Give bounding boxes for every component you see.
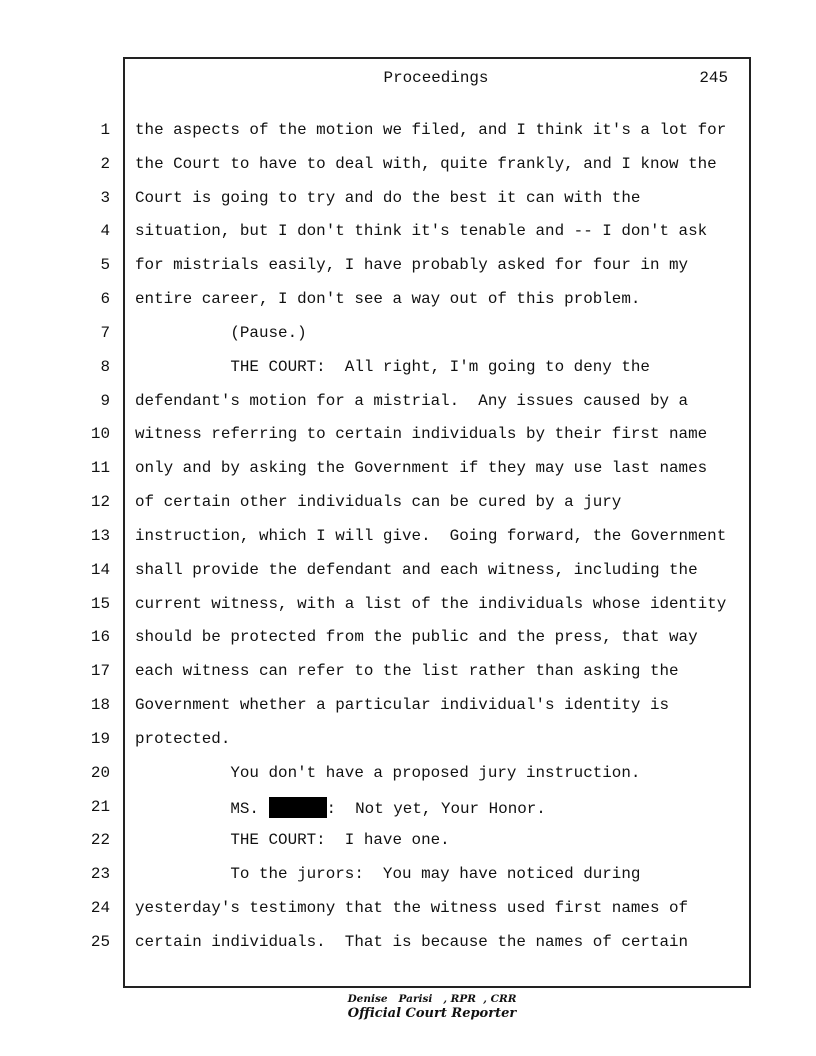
page-header-title: Proceedings bbox=[383, 69, 489, 87]
transcript-line: current witness, with a list of the indi… bbox=[135, 594, 727, 613]
transcript-line: instruction, which I will give. Going fo… bbox=[135, 526, 727, 545]
redaction-box bbox=[268, 796, 327, 818]
transcript-line-redacted: MS. : Not yet, Your Honor. bbox=[135, 796, 546, 819]
transcript-line: THE COURT: I have one. bbox=[135, 831, 450, 850]
line-number: 21 bbox=[90, 797, 110, 816]
line-number: 2 bbox=[100, 154, 110, 173]
line-number: 1 bbox=[100, 121, 110, 139]
line-number: 23 bbox=[90, 865, 110, 884]
transcript-line: protected. bbox=[135, 729, 231, 748]
transcript-line: To the jurors: You may have noticed duri… bbox=[135, 865, 641, 884]
transcript-line: the aspects of the motion we filed, and … bbox=[135, 121, 727, 139]
transcript-line: (Pause.) bbox=[135, 323, 307, 342]
transcript-line: situation, but I don't think it's tenabl… bbox=[135, 222, 708, 241]
transcript-line: should be protected from the public and … bbox=[135, 628, 698, 647]
reporter-name: Denise Parisi , RPR , CRR bbox=[347, 993, 517, 1005]
line-number: 14 bbox=[90, 560, 110, 579]
transcript-line: only and by asking the Government if the… bbox=[135, 459, 708, 478]
transcript-line: entire career, I don't see a way out of … bbox=[135, 290, 641, 309]
transcript-line: certain individuals. That is because the… bbox=[135, 932, 689, 951]
transcript-page-frame bbox=[123, 57, 751, 988]
transcript-line: the Court to have to deal with, quite fr… bbox=[135, 154, 717, 173]
line-number: 12 bbox=[90, 493, 110, 512]
line-number: 11 bbox=[90, 459, 110, 478]
line-number: 17 bbox=[90, 662, 110, 681]
line-number: 24 bbox=[90, 899, 110, 918]
speaker-prefix: MS. bbox=[135, 799, 269, 818]
transcript-line: Court is going to try and do the best it… bbox=[135, 188, 641, 207]
line-number: 16 bbox=[90, 628, 110, 647]
transcript-line: yesterday's testimony that the witness u… bbox=[135, 899, 689, 918]
page-number: 245 bbox=[699, 69, 728, 87]
line-number: 13 bbox=[90, 526, 110, 545]
transcript-line: witness referring to certain individuals… bbox=[135, 425, 708, 444]
line-number: 4 bbox=[100, 222, 110, 241]
line-number: 6 bbox=[100, 290, 110, 309]
line-number: 25 bbox=[90, 932, 110, 951]
line-number: 7 bbox=[100, 323, 110, 342]
line-number: 22 bbox=[90, 831, 110, 850]
transcript-line: for mistrials easily, I have probably as… bbox=[135, 256, 689, 275]
line-number: 18 bbox=[90, 696, 110, 715]
line-number: 8 bbox=[100, 357, 110, 376]
line-number: 3 bbox=[100, 188, 110, 207]
line-number: 5 bbox=[100, 256, 110, 275]
line-number: 20 bbox=[90, 763, 110, 782]
transcript-line: Government whether a particular individu… bbox=[135, 696, 670, 715]
line-number: 10 bbox=[90, 425, 110, 444]
line-number: 19 bbox=[90, 729, 110, 748]
reporter-title: Official Court Reporter bbox=[347, 1006, 517, 1021]
transcript-line: defendant's motion for a mistrial. Any i… bbox=[135, 391, 689, 410]
transcript-line: shall provide the defendant and each wit… bbox=[135, 560, 698, 579]
transcript-line: of certain other individuals can be cure… bbox=[135, 493, 622, 512]
line-number: 15 bbox=[90, 594, 110, 613]
transcript-line: each witness can refer to the list rathe… bbox=[135, 662, 679, 681]
transcript-line: THE COURT: All right, I'm going to deny … bbox=[135, 357, 650, 376]
line-number: 9 bbox=[100, 391, 110, 410]
line-text: : Not yet, Your Honor. bbox=[326, 799, 546, 818]
transcript-line: You don't have a proposed jury instructi… bbox=[135, 763, 641, 782]
